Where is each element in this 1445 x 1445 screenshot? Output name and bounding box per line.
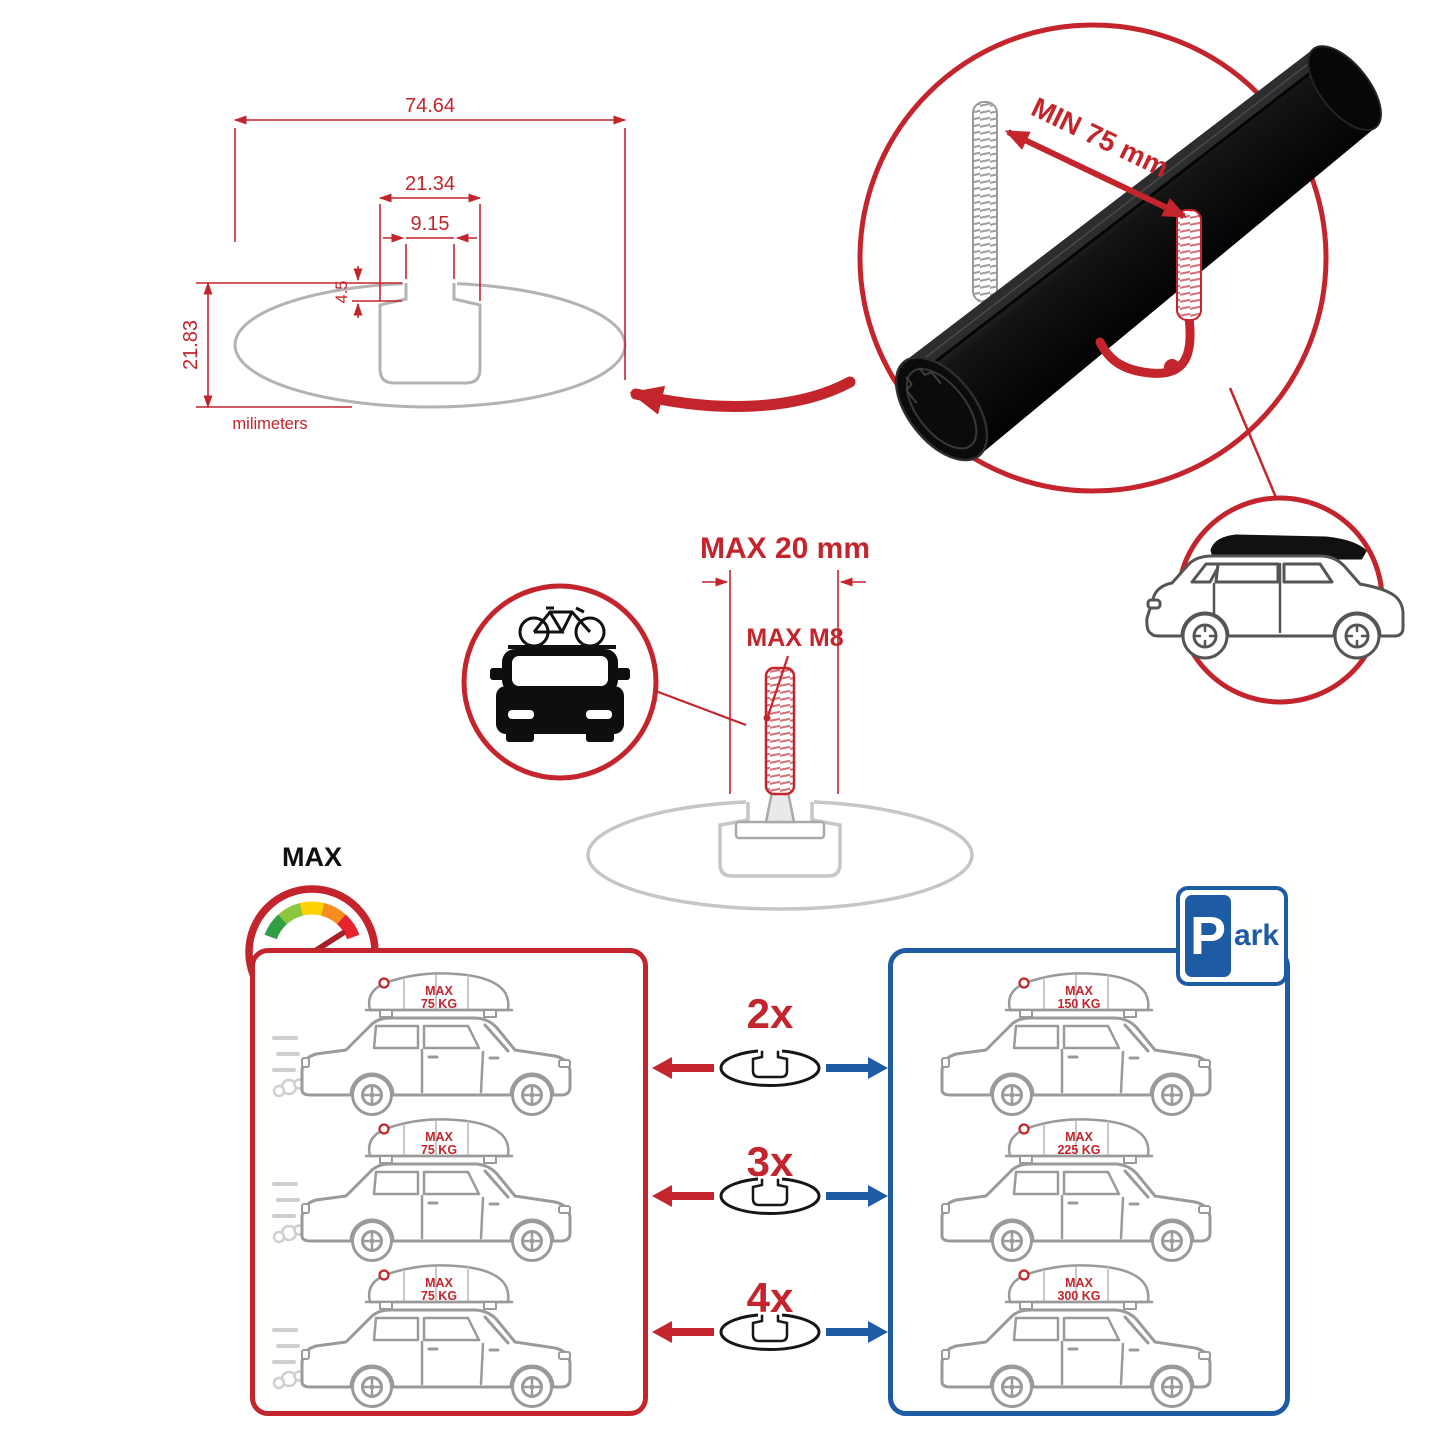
roof-load-max-label: MAX <box>1065 1276 1093 1290</box>
connector-line <box>1228 387 1279 501</box>
bolt-spec-diagram: MAX 20 mm MAX M8 <box>461 532 974 911</box>
roof-load-weight-label: 150 KG <box>1057 997 1100 1011</box>
thread-leader-line <box>766 655 790 717</box>
multiplier-label-2x: 2x <box>746 990 794 1037</box>
motion-lines-icon <box>272 1182 306 1244</box>
roofbox-icon <box>1210 534 1367 560</box>
max-width-label: MAX 20 mm <box>700 532 870 565</box>
headlight-right <box>586 710 612 719</box>
roof-load-max-label: MAX <box>1065 1130 1093 1144</box>
speed-max-label: MAX <box>282 842 342 872</box>
crossbar-profile-icon <box>719 1312 821 1351</box>
arrow-right-icon <box>826 1321 888 1343</box>
leader-dot <box>763 714 771 722</box>
roof-load-weight-label: 75 KG <box>421 1289 457 1303</box>
total-width-label: 74.64 <box>405 95 455 117</box>
headlight-left <box>508 710 534 719</box>
total-height-label: 21.83 <box>180 320 202 370</box>
max-thread-label: MAX M8 <box>746 624 843 652</box>
motion-lines-icon <box>272 1036 306 1098</box>
crossbar-profile-icon <box>719 1048 821 1087</box>
min-clamp-arrow-icon <box>1004 129 1188 219</box>
suv-roofbox-callout <box>1145 495 1405 705</box>
roof-load-weight-label: 300 KG <box>1057 1289 1100 1303</box>
park-sign: P ark <box>1176 886 1288 986</box>
crossbar-closeup: MIN 75 mm <box>857 22 1382 501</box>
roof-load-max-label: MAX <box>425 984 453 998</box>
driving-car-row-3: MAX 75 KG <box>272 1263 572 1408</box>
motion-lines-icon <box>272 1328 306 1390</box>
circle-leader-line <box>652 688 747 727</box>
arrow-right-icon <box>826 1057 888 1079</box>
roof-load-weight-label: 75 KG <box>421 1143 457 1157</box>
arrow-left-icon <box>652 1321 714 1343</box>
crossbar-profile-outline <box>233 279 627 409</box>
parking-car-row-1: MAX 150 KG <box>940 971 1212 1116</box>
park-sign-suffix: ark <box>1233 919 1279 952</box>
parking-car-row-2: MAX 225 KG <box>940 1117 1212 1262</box>
arrow-right-icon <box>826 1185 888 1207</box>
crossbar-quantity-indicator-1 <box>652 1048 888 1087</box>
slot-width-label: 9.15 <box>411 213 450 235</box>
units-label: milimeters <box>232 415 307 433</box>
arrow-left-icon <box>652 1185 714 1207</box>
dimension-lines <box>196 115 627 409</box>
channel-width-label: 21.34 <box>405 173 455 195</box>
windshield-cutout <box>512 656 608 686</box>
crossbar-profile-icon <box>719 1176 821 1215</box>
callout-arrow-icon <box>629 376 856 415</box>
clamp-rod-rear <box>972 101 998 303</box>
slot-depth-label: 4.5 <box>333 281 351 304</box>
roof-load-max-label: MAX <box>1065 984 1093 998</box>
clamp-u-bolt <box>1095 209 1202 378</box>
crossbar-quantity-indicator-2 <box>652 1176 888 1215</box>
crossbar-quantity-indicator-3 <box>652 1312 888 1351</box>
driving-car-row-2: MAX 75 KG <box>272 1117 572 1262</box>
suv-roofbox-illustration <box>1145 534 1405 660</box>
roof-load-weight-label: 225 KG <box>1057 1143 1100 1157</box>
roof-load-max-label: MAX <box>425 1276 453 1290</box>
crossbar-dimension-drawing: 74.64 21.34 9.15 4.5 21.83 milimeters <box>180 95 627 433</box>
driving-car-row-1: MAX 75 KG <box>272 971 572 1116</box>
arrow-left-icon <box>652 1057 714 1079</box>
gauge-arc-segments <box>264 901 360 940</box>
roof-load-weight-label: 75 KG <box>421 997 457 1011</box>
roof-load-max-label: MAX <box>425 1130 453 1144</box>
park-sign-p-box: P <box>1185 895 1231 977</box>
park-sign-p: P <box>1189 906 1226 966</box>
max-width-dimension <box>702 570 866 794</box>
parking-car-row-3: MAX 300 KG <box>940 1263 1212 1408</box>
